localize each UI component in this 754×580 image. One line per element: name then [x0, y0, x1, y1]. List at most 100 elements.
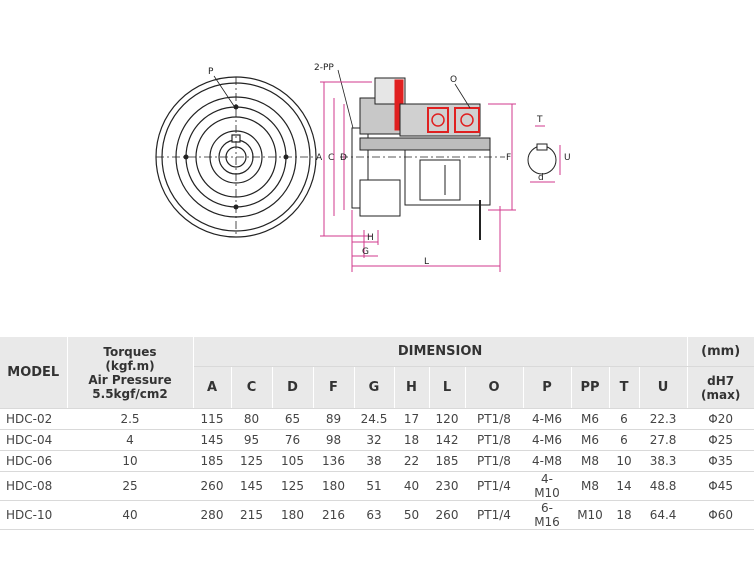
cell-l: 142: [429, 429, 466, 451]
header-torque: Torques (kgf.m) Air Pressure 5.5kgf/cm2: [67, 337, 194, 409]
cell-d: 65: [272, 408, 314, 430]
col-header: A: [193, 366, 232, 409]
bore-line: dH7: [707, 373, 735, 388]
cell-f: 89: [313, 408, 355, 430]
cell-pp: M6: [571, 429, 610, 451]
torque-line: (kgf.m): [105, 358, 155, 373]
cell-c: 125: [231, 450, 273, 472]
label-h: H: [367, 233, 374, 243]
torque-line: Torques: [103, 344, 157, 359]
col-header: D: [272, 366, 314, 409]
cell-model: HDC-02: [0, 408, 68, 430]
cell-a: 115: [193, 408, 232, 430]
cell-f: 98: [313, 429, 355, 451]
side-view: [340, 77, 505, 240]
cell-l: 230: [429, 471, 466, 501]
table-row: HDC-08 25 260 145 125 180 51 40 230 PT1/…: [0, 471, 754, 501]
cell-h: 17: [394, 408, 430, 430]
label-pp: 2-PP: [314, 63, 334, 73]
cell-c: 80: [231, 408, 273, 430]
cell-pp: M6: [571, 408, 610, 430]
cell-bore: Φ25: [687, 429, 754, 451]
col-header: PP: [571, 366, 610, 409]
header-dimension: DIMENSION: [193, 337, 688, 367]
label-o: O: [450, 75, 457, 85]
clutch-drawing-svg: P 2-PP O: [155, 63, 571, 272]
cell-bore: Φ35: [687, 450, 754, 472]
torque-line: Air Pressure: [88, 372, 172, 387]
bore-line: (max): [701, 387, 741, 402]
cell-u: 64.4: [639, 500, 688, 530]
cell-torque: 25: [67, 471, 194, 501]
label-l: L: [424, 257, 429, 267]
cell-t: 6: [609, 429, 640, 451]
cell-l: 120: [429, 408, 466, 430]
cell-h: 18: [394, 429, 430, 451]
cell-bore: Φ20: [687, 408, 754, 430]
bolt-hole: [233, 204, 239, 210]
cell-l: 185: [429, 450, 466, 472]
cell-bore: Φ60: [687, 500, 754, 530]
label-a: A: [316, 153, 323, 163]
cell-torque: 40: [67, 500, 194, 530]
cell-u: 22.3: [639, 408, 688, 430]
label-c: C: [328, 153, 334, 163]
cell-d: 105: [272, 450, 314, 472]
cell-t: 6: [609, 408, 640, 430]
cell-p-line: M10: [534, 486, 560, 500]
header-row: MODEL Torques (kgf.m) Air Pressure 5.5kg…: [0, 337, 754, 409]
col-header: U: [639, 366, 688, 409]
col-header-bore: dH7 (max): [687, 366, 754, 409]
cell-o: PT1/8: [465, 450, 524, 472]
cell-l: 260: [429, 500, 466, 530]
cell-pp: M8: [571, 471, 610, 501]
bolt-hole: [233, 104, 239, 110]
cell-p: 4- M10: [523, 471, 572, 501]
cell-f: 180: [313, 471, 355, 501]
cell-u: 48.8: [639, 471, 688, 501]
cell-bore: Φ45: [687, 471, 754, 501]
cell-o: PT1/8: [465, 408, 524, 430]
label-d-bore: d: [538, 173, 544, 183]
cell-p: 4-M6: [523, 429, 572, 451]
cell-c: 215: [231, 500, 273, 530]
bolt-hole: [283, 154, 289, 160]
cell-h: 40: [394, 471, 430, 501]
cell-a: 185: [193, 450, 232, 472]
cell-pp: M10: [571, 500, 610, 530]
label-u: U: [564, 153, 571, 163]
cell-a: 280: [193, 500, 232, 530]
table-row: HDC-04 4 145 95 76 98 32 18 142 PT1/8 4-…: [0, 429, 754, 451]
label-d: D: [340, 153, 347, 163]
cell-g: 38: [354, 450, 395, 472]
cell-a: 145: [193, 429, 232, 451]
col-header: L: [429, 366, 466, 409]
keyway-shaft: [527, 143, 557, 175]
header-unit: (mm): [687, 337, 754, 367]
col-header: F: [313, 366, 355, 409]
label-p: P: [208, 67, 214, 77]
cell-t: 18: [609, 500, 640, 530]
cell-a: 260: [193, 471, 232, 501]
dimension-lines: [320, 81, 561, 272]
bolt-hole: [183, 154, 189, 160]
cell-p: 6- M16: [523, 500, 572, 530]
col-header: C: [231, 366, 273, 409]
table-row: HDC-06 10 185 125 105 136 38 22 185 PT1/…: [0, 450, 754, 472]
cell-p-line: 6-: [541, 501, 553, 515]
cell-t: 10: [609, 450, 640, 472]
cell-f: 216: [313, 500, 355, 530]
cell-torque: 4: [67, 429, 194, 451]
table-row: HDC-10 40 280 215 180 216 63 50 260 PT1/…: [0, 500, 754, 530]
cell-u: 27.8: [639, 429, 688, 451]
cell-o: PT1/8: [465, 429, 524, 451]
cell-u: 38.3: [639, 450, 688, 472]
cell-g: 24.5: [354, 408, 395, 430]
cell-h: 22: [394, 450, 430, 472]
header-model: MODEL: [0, 337, 68, 409]
cell-model: HDC-10: [0, 500, 68, 530]
label-t: T: [536, 115, 543, 125]
cell-p: 4-M8: [523, 450, 572, 472]
cell-model: HDC-06: [0, 450, 68, 472]
cell-o: PT1/4: [465, 500, 524, 530]
